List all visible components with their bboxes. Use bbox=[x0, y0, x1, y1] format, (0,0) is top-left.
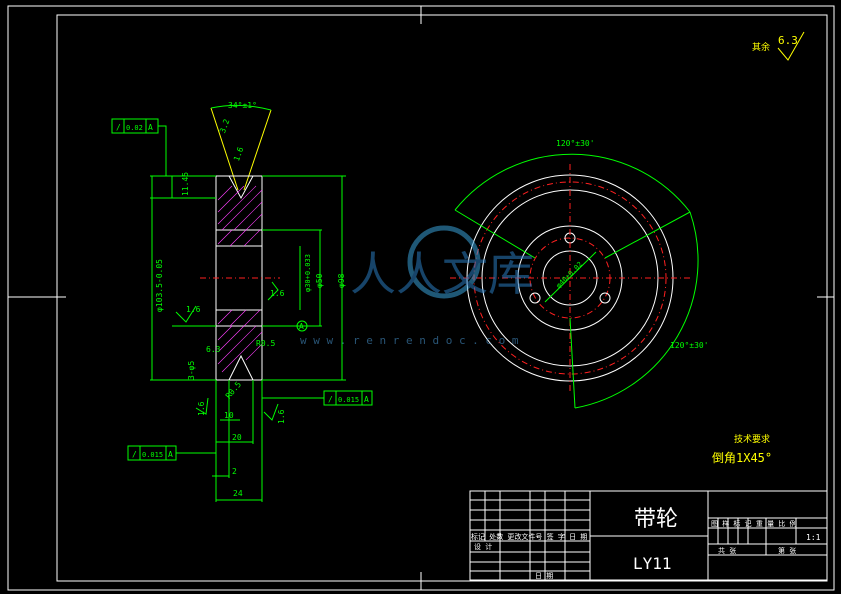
roughness-1-6-b: 1.6 bbox=[186, 305, 201, 314]
watermark-ring bbox=[407, 225, 481, 299]
tech-req-title: 技术要求 bbox=[734, 433, 770, 445]
dim-10: 10 bbox=[224, 411, 234, 420]
dim-bore: φ30+0.033 bbox=[304, 254, 312, 292]
tol-mid-value: 0.015 bbox=[338, 396, 359, 404]
dim-24: 24 bbox=[233, 489, 243, 498]
pcd-leader bbox=[544, 251, 597, 303]
angle-label-right: 120°±30' bbox=[670, 341, 709, 350]
datum-label: A bbox=[299, 322, 304, 331]
tol-box-mid: / 0.015 A bbox=[262, 390, 373, 406]
tol-top-datum: A bbox=[148, 123, 153, 132]
section-view: 34°±1° 3.2 1.6 bbox=[111, 101, 373, 502]
material: LY11 bbox=[633, 554, 672, 573]
title-block: 标记 处数 更改文件号 签 字 日 期 设 计 日 期 带轮 LY11 图 样 … bbox=[469, 490, 828, 581]
bottom-groove bbox=[228, 354, 254, 381]
tol-bottom-symbol: / bbox=[132, 450, 137, 459]
dim-50: φ50 bbox=[315, 273, 324, 288]
title-block-left-grid bbox=[470, 491, 590, 580]
groove-angle-line-right bbox=[243, 109, 272, 191]
angle-leader-top-right bbox=[604, 211, 691, 259]
watermark: 人人文库 w w w . r e n r e n d o c . c o m bbox=[300, 225, 534, 347]
surface-finish-note: 其余 bbox=[752, 41, 770, 53]
angle-leader-top-left bbox=[454, 209, 536, 259]
inner-frame bbox=[56, 14, 828, 582]
dim-holes: 3-φ5 bbox=[187, 361, 196, 380]
tol-box-top: / 0.02 A bbox=[111, 118, 167, 176]
tol-bottom-value: 0.015 bbox=[142, 451, 163, 459]
r-label-2: R0.5 bbox=[224, 380, 243, 401]
roughness-1-6-c: 1.6 bbox=[270, 289, 285, 298]
roughness-bottom-left-icon bbox=[195, 397, 209, 415]
hatch-lower bbox=[217, 309, 263, 373]
sheet-number-label: 第 张 bbox=[778, 546, 796, 555]
tol-mid-datum: A bbox=[364, 395, 369, 404]
dim-outer-dia: φ103.5-0.05 bbox=[155, 259, 164, 312]
bolt-hole-2 bbox=[529, 292, 541, 304]
dim-98: φ98 bbox=[337, 273, 346, 288]
tol-bottom-datum: A bbox=[168, 450, 173, 459]
date-label: 日 期 bbox=[535, 572, 553, 580]
groove-angle-label: 34°±1° bbox=[228, 101, 257, 110]
datum-a-marker: A bbox=[262, 320, 308, 332]
roughness-3-2: 3.2 bbox=[218, 118, 231, 135]
r-label-1: R0.5 bbox=[256, 339, 275, 348]
title-row-labels: 标记 处数 更改文件号 签 字 日 期 bbox=[471, 532, 587, 541]
front-view: φ40±0.02 120°±30' 120°±30' bbox=[450, 139, 709, 409]
dim-2: 2 bbox=[232, 467, 237, 476]
roughness-bore-icon bbox=[267, 281, 279, 301]
dim-20: 20 bbox=[232, 433, 242, 442]
title-block-right-grid bbox=[708, 517, 827, 556]
dim-11-45: 11.45 bbox=[181, 172, 190, 196]
angle-arc-top bbox=[454, 153, 691, 213]
angle-label-top: 120°±30' bbox=[556, 139, 595, 148]
watermark-brand: 人人文库 bbox=[350, 247, 534, 301]
col-headers: 图 样 标 记 重 量 比 例 bbox=[711, 519, 797, 528]
watermark-url: w w w . r e n r e n d o c . c o m bbox=[300, 334, 519, 347]
surface-finish-symbol: 其余 6.3 bbox=[752, 31, 805, 61]
hatch-upper bbox=[217, 185, 263, 247]
top-groove bbox=[228, 175, 254, 200]
pcd-label: φ40±0.02 bbox=[555, 260, 584, 289]
tol-mid-symbol: / bbox=[328, 395, 333, 404]
roughness-1-6-a: 1.6 bbox=[232, 146, 245, 163]
angle-leader-bottom bbox=[569, 317, 576, 409]
tol-box-bottom: / 0.015 A bbox=[127, 445, 216, 461]
roughness-left-icon bbox=[175, 305, 197, 323]
groove-angle-arc bbox=[210, 104, 272, 111]
roughness-bottom-right-icon bbox=[263, 403, 279, 421]
tol-top-symbol: / bbox=[116, 123, 121, 132]
roughness-1-6-e: 1.6 bbox=[277, 409, 286, 424]
roughness-1-6-d: 1.6 bbox=[197, 401, 206, 416]
roughness-6-3: 6.3 bbox=[206, 345, 221, 354]
part-name: 带轮 bbox=[634, 507, 678, 532]
angle-arc-right bbox=[574, 211, 699, 409]
bolt-hole-3 bbox=[599, 292, 611, 304]
surface-finish-value: 6.3 bbox=[778, 34, 798, 47]
finish-check-icon bbox=[777, 31, 805, 61]
scale-value: 1:1 bbox=[806, 533, 821, 542]
total-sheets-label: 共 张 bbox=[718, 546, 736, 555]
tol-top-value: 0.02 bbox=[126, 124, 143, 132]
tech-req-text: 倒角1X45° bbox=[712, 451, 772, 465]
design-label: 设 计 bbox=[474, 542, 492, 551]
